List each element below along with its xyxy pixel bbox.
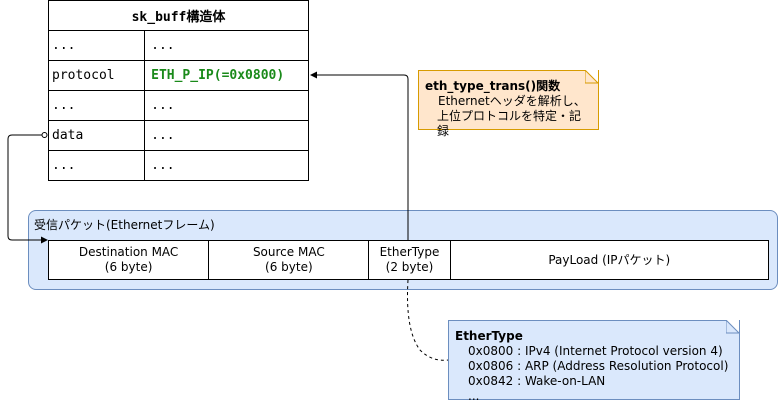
field-size: (6 byte): [104, 260, 153, 274]
note-fold-corner: [726, 320, 740, 334]
sk-buff-field-value: ...: [144, 150, 309, 181]
sk-buff-field-name: ...: [47, 150, 146, 181]
ethertype-entry: 0x0800 : IPv4 (Internet Protocol version…: [468, 344, 723, 358]
note-title: eth_type_trans()関数: [425, 79, 561, 93]
field-size: (6 byte): [265, 260, 313, 274]
ethernet-frame-fields: Destination MAC (6 byte) Source MAC (6 b…: [48, 240, 769, 280]
note-line: Ethernetヘッダを解析し、: [438, 94, 586, 108]
sk-buff-field-value: ...: [144, 90, 309, 121]
sk-buff-field-name: protocol: [47, 60, 146, 91]
note-title: EtherType: [455, 329, 523, 343]
field-name: Source MAC: [252, 245, 325, 259]
ethertype-to-protocol-connector: [317, 74, 409, 240]
ethernet-frame-title: 受信パケット(Ethernetフレーム): [34, 218, 215, 232]
ethertype-entry: 0x0806 : ARP (Address Resolution Protoco…: [468, 359, 729, 373]
source-mac-field: Source MAC (6 byte): [208, 240, 370, 280]
data-pointer-arrowhead: [41, 236, 48, 244]
field-name: Destination MAC: [78, 245, 179, 259]
sk-buff-field-name: ...: [47, 90, 146, 121]
data-pointer-connector: [7, 134, 44, 241]
destination-mac-field: Destination MAC (6 byte): [48, 240, 210, 280]
ethertype-field: EtherType (2 byte): [368, 240, 451, 280]
data-pointer-origin: [41, 132, 48, 138]
note-line: 上位プロトコルを特定・記録: [437, 109, 582, 138]
protocol-arrowhead: [310, 71, 317, 79]
sk-buff-title: sk_buff構造体: [48, 0, 309, 31]
ethertype-entry: ...: [468, 389, 480, 403]
ethertype-entry: 0x0842 : Wake-on-LAN: [468, 374, 606, 388]
sk-buff-field-name: data: [47, 120, 146, 151]
eth-type-trans-note: eth_type_trans()関数 Ethernetヘッダを解析し、 上位プロ…: [418, 70, 599, 138]
ethertype-note: EtherType 0x0800 : IPv4 (Internet Protoc…: [448, 320, 740, 403]
field-name: PayLoad (IPパケット): [548, 252, 671, 267]
note-fold-corner: [585, 70, 599, 84]
protocol-value: ETH_P_IP(=0x0800): [144, 60, 309, 91]
sk-buff-field-value: ...: [144, 120, 309, 151]
sk-buff-row-protocol: protocol ETH_P_IP(=0x0800): [47, 60, 309, 91]
payload-field: PayLoad (IPパケット): [449, 240, 769, 280]
sk-buff-row: ... ...: [47, 90, 309, 121]
sk-buff-table: sk_buff構造体 ... ... protocol ETH_P_IP(=0x…: [47, 0, 309, 181]
field-name: EtherType: [379, 245, 440, 259]
sk-buff-row-data: data ...: [47, 120, 309, 151]
sk-buff-row: ... ...: [47, 150, 309, 181]
ethertype-note-link: [407, 279, 449, 361]
sk-buff-field-name: ...: [47, 30, 146, 61]
field-size: (2 byte): [385, 260, 434, 274]
